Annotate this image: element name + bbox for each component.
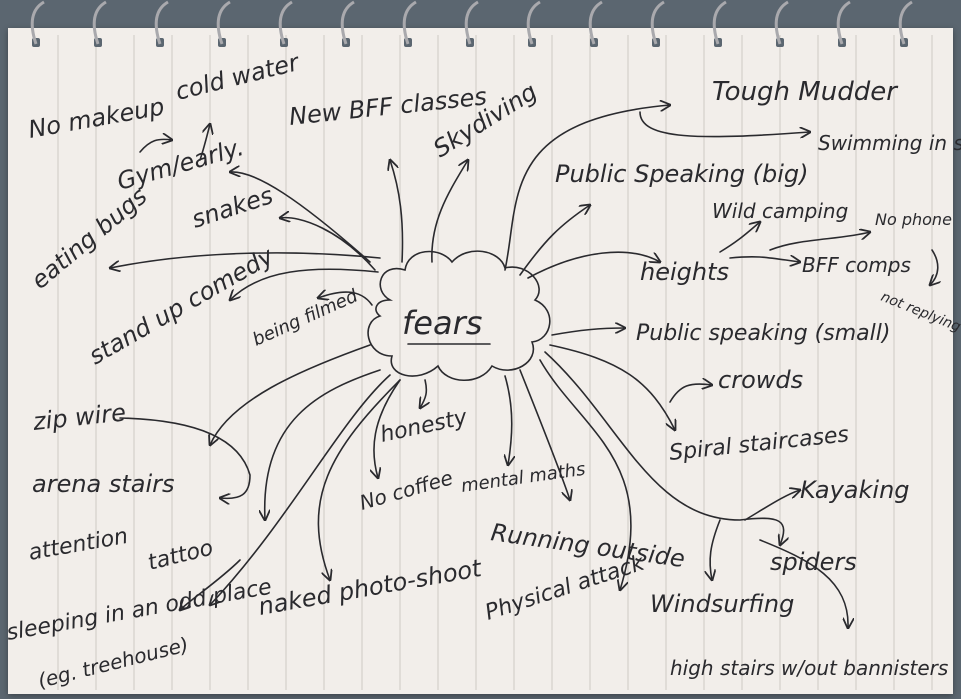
paper-rules: [57, 35, 933, 690]
label-cold-water: cold water: [173, 48, 304, 106]
arrow-to-arena-stairs: [119, 417, 251, 498]
arrow-to-tough-mudder: [504, 105, 670, 271]
arrow-to-snakes: [280, 218, 376, 271]
arrow-to-spiral-staircases: [549, 344, 675, 430]
arrow-to-public-speaking-small: [551, 328, 625, 336]
label-being-filmed: being filmed: [249, 285, 361, 350]
arrow-to-zip-wire: [210, 344, 371, 445]
label-high-stairs: high stairs w/out bannisters: [670, 656, 948, 680]
arrow-to-running-outside: [519, 369, 570, 500]
arrow-to-windsurfing: [710, 519, 721, 580]
arrow-to-new-bff-classes: [390, 160, 404, 263]
arrow-to-naked-photo-shoot: [317, 379, 401, 580]
label-no-coffee: No coffee: [357, 465, 456, 514]
arrow-to-public-speaking-big: [519, 205, 590, 276]
label-eating-bugs: eating bugs: [26, 182, 153, 295]
label-sleeping-odd-place: sleeping in an odd place: [5, 575, 274, 646]
arrow-to-swimming-in-sea: [639, 111, 810, 137]
arrow-to-wild-camping: [719, 222, 760, 253]
arrow-to-attention: [265, 369, 381, 520]
center-cloud: [367, 250, 551, 381]
arrow-to-no-makeup: [139, 139, 172, 153]
arrow-to-stand-up-comedy: [230, 268, 379, 300]
label-tough-mudder: Tough Mudder: [712, 77, 899, 107]
label-crowds: crowds: [718, 366, 803, 394]
label-stand-up-comedy: stand up comedy: [84, 241, 279, 370]
label-arena-stairs: arena stairs: [32, 470, 175, 498]
label-running-outside: Running outside: [489, 518, 687, 573]
label-no-phone: No phone: [875, 210, 952, 229]
label-spiders: spiders: [770, 548, 857, 576]
arrow-to-high-stairs: [759, 539, 848, 628]
label-physical-attack: Physical attack: [482, 550, 648, 625]
label-honesty: honesty: [378, 405, 470, 448]
arrow-to-kayaking: [744, 490, 800, 521]
label-attention: attention: [27, 524, 130, 566]
label-bff-comps: BFF comps: [802, 253, 911, 277]
arrow-to-tattoo: [180, 559, 241, 610]
center-label: fears: [402, 304, 482, 342]
arrow-to-sleeping-odd-place: [210, 374, 391, 605]
label-spiral-staircases: Spiral staircases: [668, 422, 850, 466]
label-public-speaking-big: Public Speaking (big): [555, 160, 809, 188]
arrow-to-spiders: [544, 351, 784, 545]
arrow-to-gym-early: [230, 172, 371, 263]
arrow-to-no-phone: [769, 232, 870, 251]
arrow-to-skydiving: [431, 160, 468, 263]
label-snakes: snakes: [188, 181, 276, 233]
arrow-to-crowds: [669, 384, 712, 403]
label-tattoo: tattoo: [145, 536, 215, 576]
arrow-to-cold-water: [199, 124, 210, 161]
arrow-to-bff-comps: [729, 257, 800, 262]
arrow-to-heights: [527, 251, 660, 279]
spiral-binding: [30, 0, 913, 47]
label-eg-treehouse: (eg. treehouse): [35, 632, 191, 693]
arrow-to-honesty: [420, 379, 426, 408]
label-heights: heights: [640, 258, 729, 286]
arrow-to-mental-maths: [505, 375, 512, 465]
arrow-to-eating-bugs: [110, 252, 381, 268]
label-zip-wire: zip wire: [31, 398, 127, 436]
connections: [110, 105, 938, 628]
label-public-speaking-small: Public speaking (small): [636, 321, 890, 346]
label-wild-camping: Wild camping: [712, 199, 848, 223]
label-swimming-in-sea: Swimming in sea: [818, 131, 961, 155]
arrow-to-being-filmed: [318, 292, 373, 306]
label-naked-photo-shoot: naked photo-shoot: [256, 554, 485, 621]
label-kayaking: Kayaking: [800, 476, 910, 504]
arrow-to-not-replying: [930, 249, 938, 285]
label-windsurfing: Windsurfing: [650, 590, 794, 618]
arrow-to-physical-attack: [539, 359, 632, 590]
label-not-replying: not replying: [879, 289, 961, 336]
arrow-to-no-coffee: [374, 379, 401, 478]
